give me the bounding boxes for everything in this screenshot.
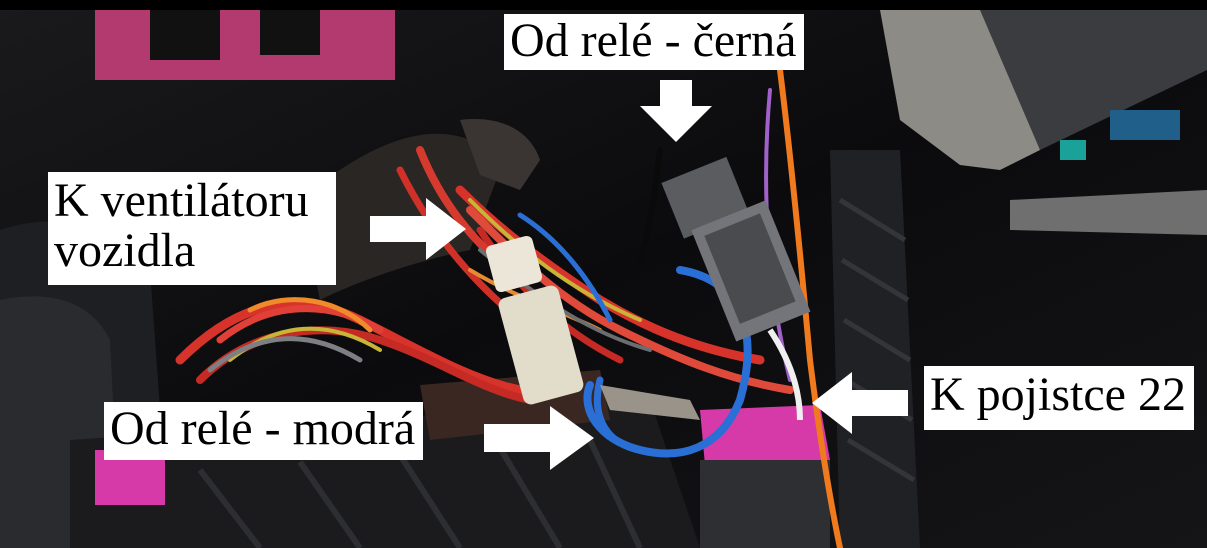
right-arrow-icon [484,406,594,470]
label-vehicle-fan-line2: vozidla [54,224,196,278]
label-relay-blue: Od relé - modrá [104,402,424,461]
right-arrow-icon [370,198,466,260]
label-relay-black: Od relé - černá [504,14,805,71]
down-arrow-icon [640,80,712,142]
label-vehicle-fan-line1: K ventilátoru [54,174,309,227]
label-fuse-22: K pojistce 22 [924,366,1194,431]
label-vehicle-fan: K ventilátoru vozidla [48,172,336,285]
left-arrow-icon [812,372,908,434]
